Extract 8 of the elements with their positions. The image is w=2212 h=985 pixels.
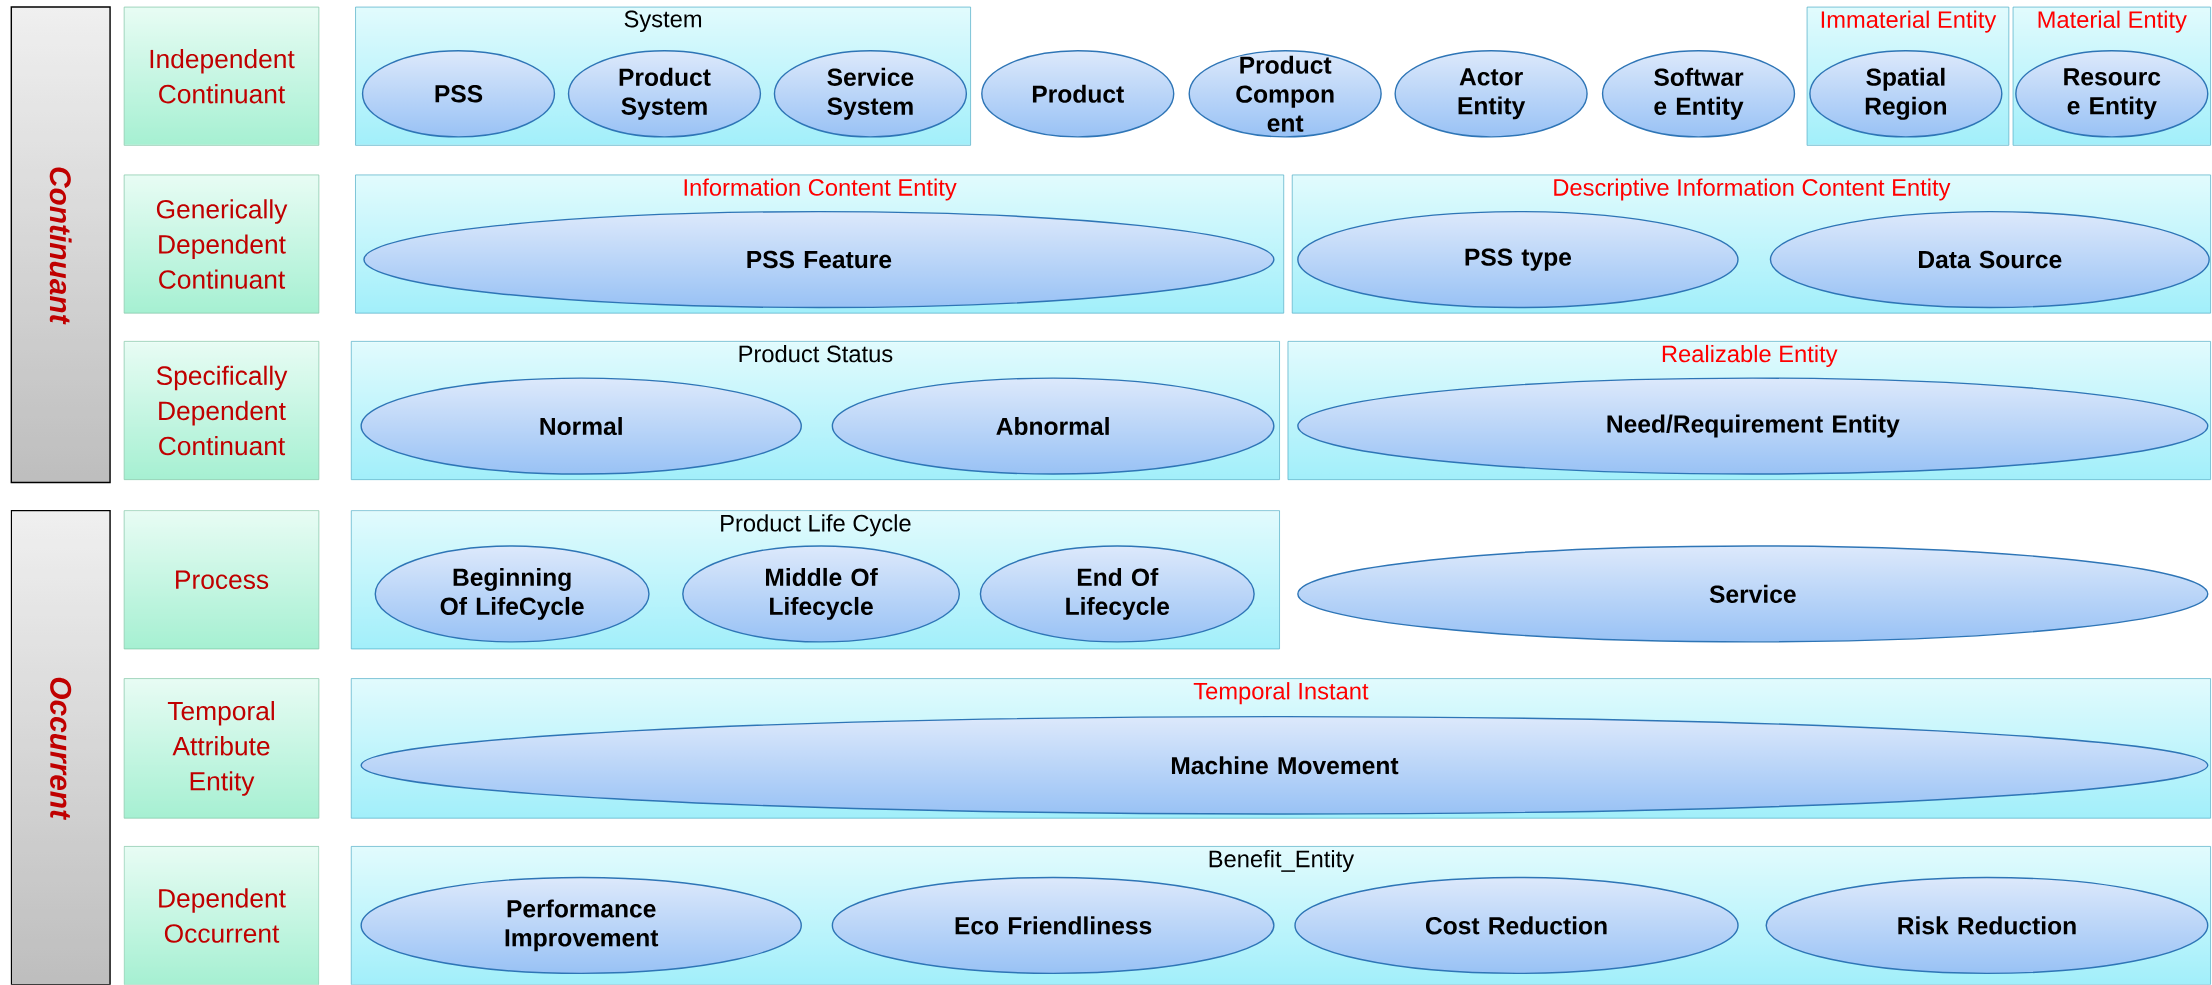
category-box: Specifically Dependent Continuant xyxy=(123,341,320,481)
category-box: Generically Dependent Continuant xyxy=(123,174,320,314)
category-box: Independent Continuant xyxy=(123,6,320,146)
category-box: Process xyxy=(123,510,320,650)
category-bar: Occurrent xyxy=(10,510,111,985)
category-box: Temporal Attribute Entity xyxy=(123,678,320,819)
category-bar: Continuant xyxy=(10,6,111,484)
category-box: Dependent Occurrent xyxy=(123,846,320,985)
